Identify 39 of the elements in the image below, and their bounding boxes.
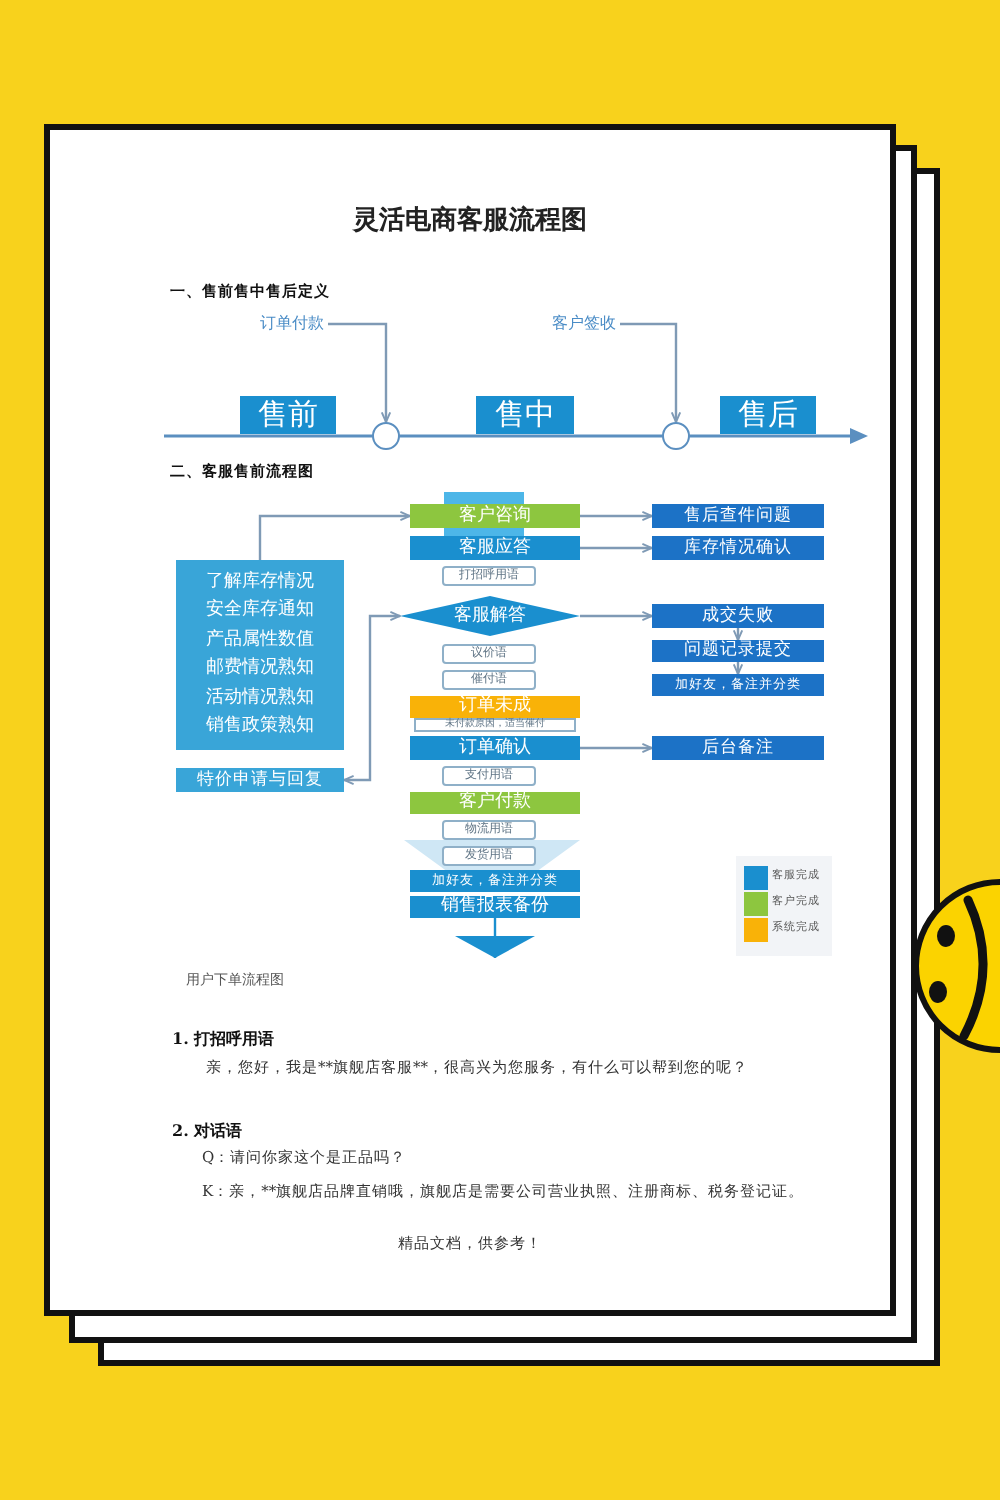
process-box: 销售报表备份: [410, 896, 580, 918]
process-box: 客户咨询: [410, 504, 580, 528]
leader-line: [620, 322, 682, 423]
process-box: 库存情况确认: [652, 536, 824, 560]
info-text: 活动情况熟知: [206, 689, 314, 708]
stage-box: 售前: [240, 396, 336, 434]
arrow: [258, 510, 411, 560]
arrow: [343, 610, 401, 786]
process-box: 特价申请与回复: [176, 768, 344, 792]
section-heading: 2. 对话语: [172, 1120, 243, 1142]
leader-label: 订单付款: [256, 312, 328, 336]
arrow: [455, 918, 535, 958]
process-box: 客户付款: [410, 792, 580, 814]
arrow: [580, 742, 653, 754]
leader-line: [328, 322, 392, 423]
stage-box: 售中: [476, 396, 574, 434]
info-text: 邮费情况熟知: [206, 660, 314, 679]
info-text: 安全库存通知: [206, 602, 314, 621]
info-text: 销售政策熟知: [206, 718, 314, 737]
arrow: [732, 628, 744, 641]
info-text: 产品属性数值: [206, 631, 314, 650]
decision-diamond: 客服解答: [400, 596, 580, 636]
process-box: 订单确认: [410, 736, 580, 760]
arrow: [580, 610, 653, 622]
leader-label: 客户签收: [548, 312, 620, 336]
arrow: [732, 662, 744, 675]
title: 灵活电商客服流程图: [350, 204, 589, 240]
process-box: 问题记录提交: [652, 640, 824, 662]
process-box: 后台备注: [652, 736, 824, 760]
stage-box: 售后: [720, 396, 816, 434]
process-box: 成交失败: [652, 604, 824, 628]
arrow: [580, 510, 653, 522]
process-box: 客服应答: [410, 536, 580, 560]
process-box: 订单未成: [410, 696, 580, 718]
process-box: 售后查件问题: [652, 504, 824, 528]
arrow: [580, 542, 653, 554]
section-heading: 1. 打招呼用语: [172, 1028, 275, 1050]
info-box: [176, 560, 344, 750]
info-text: 了解库存情况: [206, 573, 314, 592]
